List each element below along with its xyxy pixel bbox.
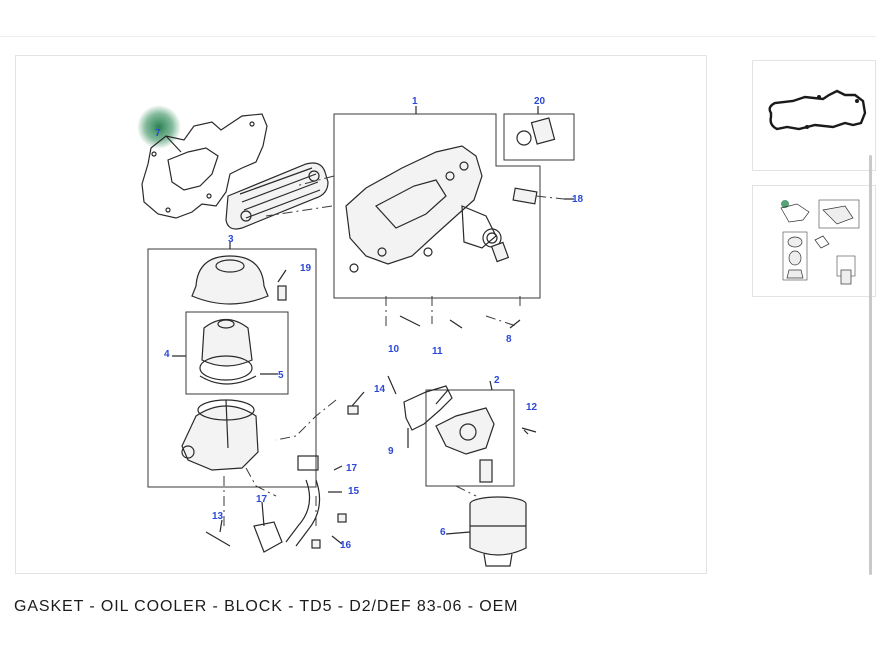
callout-10: 10 <box>388 344 400 355</box>
part-18-sensor <box>512 187 565 205</box>
diagram-thumbnail-image <box>780 199 860 285</box>
assembly-box-3 <box>147 248 317 488</box>
main-product-image[interactable]: 1 2 3 4 5 6 7 8 9 10 11 12 13 14 15 16 1… <box>15 55 707 574</box>
product-title: GASKET - OIL COOLER - BLOCK - TD5 - D2/D… <box>14 598 519 615</box>
exploded-parts-diagram: 1 2 3 4 5 6 7 8 9 10 11 12 13 14 15 16 1… <box>137 96 584 567</box>
oil-cooler-housing <box>345 145 510 273</box>
callout-3: 3 <box>228 234 234 245</box>
top-header-bar <box>0 0 876 37</box>
selected-part-highlight <box>137 105 181 149</box>
callout-5: 5 <box>278 370 284 381</box>
callout-14: 14 <box>374 384 386 395</box>
callout-8: 8 <box>506 334 512 345</box>
oil-cooler-element <box>225 162 329 230</box>
assembly-box-1 <box>333 113 541 299</box>
thumbnail-gasket[interactable] <box>752 60 876 171</box>
callout-2: 2 <box>494 375 500 386</box>
part-9-gasket <box>403 385 453 431</box>
callout-18: 18 <box>572 194 584 205</box>
callout-4: 4 <box>164 349 170 360</box>
gasket-part-7[interactable] <box>141 113 268 219</box>
part-20 <box>516 117 556 146</box>
oil-pipe <box>253 455 321 553</box>
assembly-box-2 <box>425 389 515 487</box>
callout-11: 11 <box>432 346 443 357</box>
filter-element <box>199 318 257 385</box>
gasket-thumbnail-image <box>768 89 867 131</box>
callout-15: 15 <box>348 486 360 497</box>
callout-9: 9 <box>388 446 394 457</box>
assembly-box-20 <box>503 113 575 161</box>
callout-12: 12 <box>526 402 538 413</box>
thumbnail-scrollbar[interactable] <box>869 155 872 575</box>
callout-13: 13 <box>212 511 224 522</box>
callout-1: 1 <box>412 96 418 107</box>
part-2-adapter <box>435 407 495 483</box>
filter-housing <box>181 399 259 471</box>
filter-cap <box>191 255 269 305</box>
assembly-box-4 <box>185 311 289 395</box>
callout-16: 16 <box>340 540 352 551</box>
callout-20: 20 <box>534 96 546 107</box>
callout-17b: 17 <box>256 494 268 505</box>
callout-6: 6 <box>440 527 446 538</box>
callout-19: 19 <box>300 263 312 274</box>
part-6-oil-filter <box>469 496 527 567</box>
callout-7: 7 <box>155 128 161 139</box>
callout-labels: 1 2 3 4 5 6 7 8 9 10 11 12 13 14 15 16 1… <box>155 96 584 551</box>
callout-17a: 17 <box>346 463 358 474</box>
fasteners <box>205 285 537 549</box>
thumbnail-diagram[interactable] <box>752 185 876 297</box>
